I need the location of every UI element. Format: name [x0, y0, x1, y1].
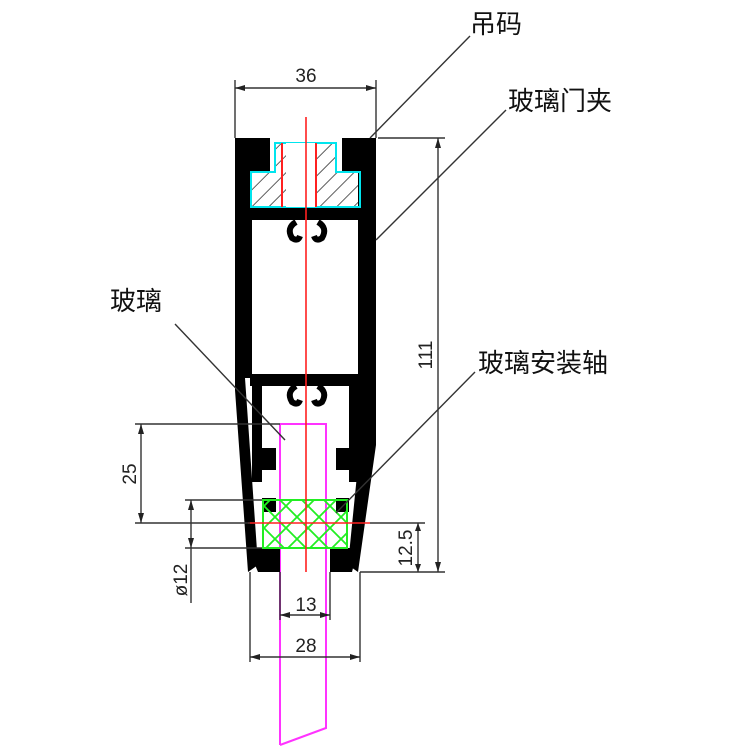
leader-glass-axis: [335, 371, 476, 514]
label-hanger: 吊码: [470, 10, 522, 40]
dim-slot-width: 13: [279, 572, 331, 620]
leader-hanger: [369, 35, 471, 139]
dim-bottom-width: 28: [249, 572, 361, 662]
leader-glass: [174, 323, 286, 441]
dim-height-value: 111: [416, 341, 437, 370]
dim-top-width: 36: [234, 66, 377, 138]
label-glass: 玻璃: [110, 287, 162, 317]
dim-axis-diameter-value: ø12: [171, 564, 192, 597]
glass-axis-block: [262, 499, 348, 549]
dim-glass-depth: 25: [120, 423, 280, 524]
label-glass-axis: 玻璃安装轴: [478, 349, 608, 379]
dim-height: 111: [360, 137, 445, 573]
dim-slot-width-value: 13: [295, 595, 316, 616]
leader-glass-clamp: [375, 109, 507, 241]
label-glass-clamp: 玻璃门夹: [508, 87, 612, 117]
dim-axis-height: 12.5: [370, 522, 425, 572]
glass-panel: [279, 423, 327, 746]
dim-top-width-value: 36: [295, 66, 316, 87]
dim-glass-depth-value: 25: [120, 463, 141, 484]
dim-axis-diameter: ø12: [171, 499, 262, 603]
dim-bottom-width-value: 28: [295, 636, 316, 657]
dim-axis-height-value: 12.5: [396, 530, 417, 567]
